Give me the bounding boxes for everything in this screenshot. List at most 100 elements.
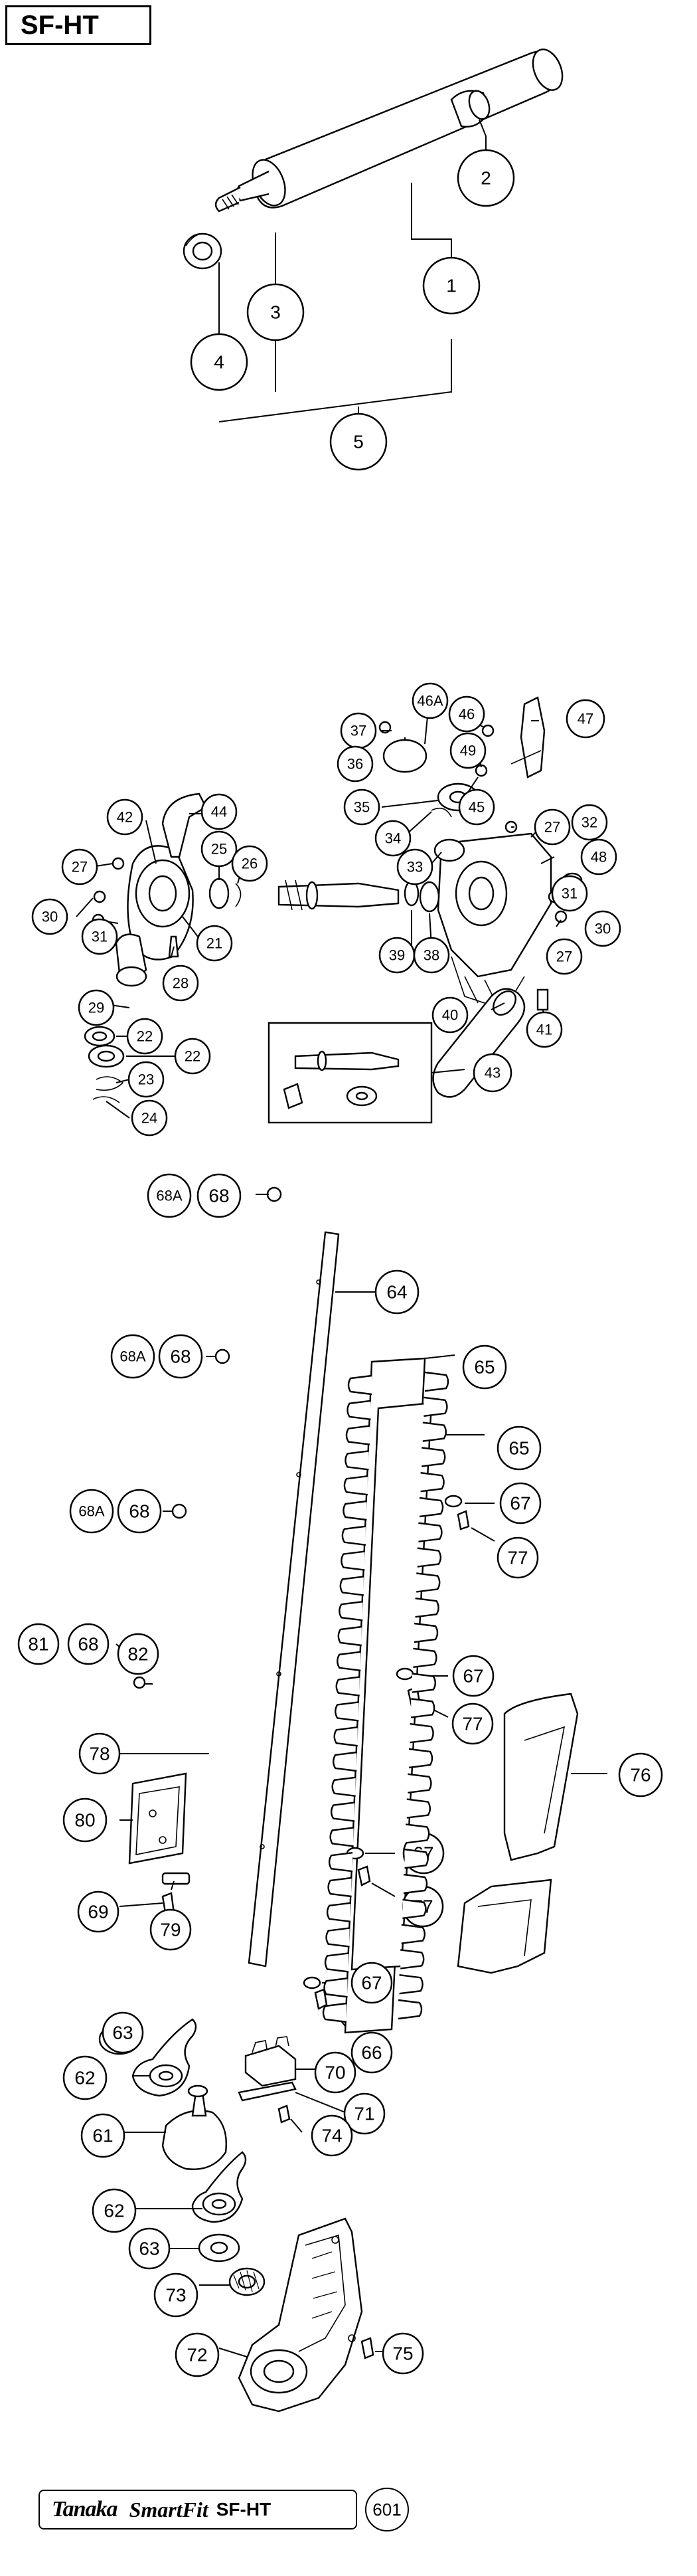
blade-tooth-left — [331, 1776, 356, 1797]
callout-number: 35 — [354, 799, 370, 816]
blade-tooth-right — [413, 1647, 437, 1668]
callout-number: 48 — [591, 849, 607, 866]
blade-tooth-right — [403, 1873, 428, 1894]
callout-32: 32 — [571, 804, 608, 841]
callout-1: 1 — [422, 256, 481, 315]
callout-77a: 77 — [497, 1536, 539, 1579]
blade-tooth-right — [408, 1773, 432, 1794]
blade-tooth-left — [339, 1576, 364, 1596]
blade-tooth-left — [347, 1400, 371, 1420]
callout-number: 64 — [386, 1282, 407, 1303]
callout-number: 67 — [463, 1666, 483, 1687]
callout-65b: 65 — [497, 1426, 542, 1471]
callout-78: 78 — [78, 1732, 121, 1775]
blade-tooth-right — [412, 1673, 436, 1693]
callout-number: 68 — [129, 1501, 149, 1522]
callout-82: 82 — [117, 1633, 159, 1675]
blade-tooth-right — [424, 1396, 448, 1417]
callout-44: 44 — [200, 793, 238, 830]
blade-tooth-right — [406, 1823, 430, 1844]
blade-tooth-left — [328, 1852, 353, 1873]
blade-tooth-right — [415, 1598, 439, 1618]
page-title: SF-HT — [5, 5, 151, 45]
blade-tooth-right — [404, 1849, 429, 1869]
callout-number: 68A — [78, 1503, 104, 1520]
callout-34: 34 — [374, 820, 412, 857]
callout-number: 43 — [485, 1065, 501, 1081]
callout-71: 71 — [343, 2092, 386, 2135]
callout-number: 22 — [137, 1028, 153, 1045]
callout-number: 28 — [173, 975, 189, 992]
blade-tooth-right — [410, 1723, 434, 1744]
brand-name: Tanaka — [52, 2497, 118, 2522]
callout-63b: 63 — [128, 2227, 171, 2270]
callout-number: 29 — [88, 1000, 104, 1016]
callout-number: 68 — [78, 1634, 98, 1655]
callout-68c: 68 — [117, 1489, 162, 1534]
callout-68b: 68 — [158, 1334, 203, 1379]
callout-number: 46A — [417, 693, 443, 709]
callout-number: 23 — [138, 1071, 154, 1088]
callout-30a: 30 — [31, 898, 68, 935]
blade-tooth-left — [341, 1550, 365, 1571]
blade-assembly — [98, 1186, 607, 2413]
callout-number: 76 — [630, 1765, 651, 1786]
callout-29: 29 — [78, 989, 115, 1026]
blade-tooth-right — [399, 1974, 424, 1995]
blade-tooth-right — [414, 1622, 439, 1643]
callout-number: 67 — [510, 1493, 530, 1514]
callout-36: 36 — [337, 745, 374, 782]
callout-number: 41 — [536, 1022, 552, 1038]
callout-number: 44 — [211, 804, 227, 820]
blade-tooth-right — [417, 1547, 441, 1568]
blade-tooth-right — [408, 1748, 433, 1769]
callout-number: 77 — [507, 1548, 528, 1568]
callout-4: 4 — [190, 333, 248, 391]
callout-72: 72 — [175, 2332, 220, 2377]
callout-30b: 30 — [584, 910, 621, 947]
blade-tooth-left — [339, 1601, 363, 1621]
callout-number: 68 — [208, 1186, 229, 1206]
callout-35: 35 — [343, 788, 380, 826]
callout-67b: 67 — [452, 1655, 495, 1697]
callout-67a: 67 — [499, 1482, 542, 1524]
callout-number: 74 — [321, 2126, 342, 2146]
callout-25: 25 — [200, 830, 238, 868]
callout-number: 5 — [353, 432, 364, 452]
callout-3: 3 — [246, 283, 305, 341]
callout-47: 47 — [566, 699, 605, 739]
callout-number: 81 — [28, 1634, 48, 1655]
callout-number: 21 — [206, 935, 222, 952]
blade-tooth-right — [400, 1949, 425, 1970]
blade-tooth-right — [419, 1497, 444, 1518]
blade-tooth-right — [420, 1472, 445, 1493]
callout-43: 43 — [473, 1053, 512, 1093]
callout-number: 25 — [211, 841, 227, 858]
callout-number: 27 — [556, 949, 572, 965]
blade-tooth-left — [329, 1827, 354, 1847]
callout-61: 61 — [80, 2113, 125, 2158]
callout-42: 42 — [106, 798, 143, 836]
blade-tooth-left — [341, 1525, 366, 1546]
callout-number: 31 — [562, 885, 578, 902]
blade-tooth-left — [325, 1927, 350, 1948]
blade-tooth-left — [343, 1500, 367, 1521]
callout-number: 39 — [389, 947, 405, 964]
callout-76: 76 — [618, 1752, 663, 1797]
callout-number: 46 — [459, 706, 475, 723]
blade-teeth — [322, 1371, 449, 2023]
callout-number: 62 — [74, 2068, 95, 2088]
callout-77b: 77 — [451, 1702, 494, 1745]
callout-46: 46 — [448, 695, 485, 733]
callout-number: 4 — [214, 352, 224, 373]
callout-69: 69 — [77, 1890, 119, 1933]
callout-number: 72 — [187, 2345, 207, 2365]
series-name: SmartFit — [129, 2497, 208, 2522]
blade-tooth-left — [323, 1978, 348, 1998]
callout-27c: 27 — [546, 938, 583, 975]
callout-number: 42 — [117, 809, 133, 826]
callout-40: 40 — [431, 996, 469, 1034]
callout-2: 2 — [457, 149, 515, 207]
blade-tooth-right — [406, 1798, 431, 1819]
callout-number: 67 — [361, 1973, 382, 1993]
